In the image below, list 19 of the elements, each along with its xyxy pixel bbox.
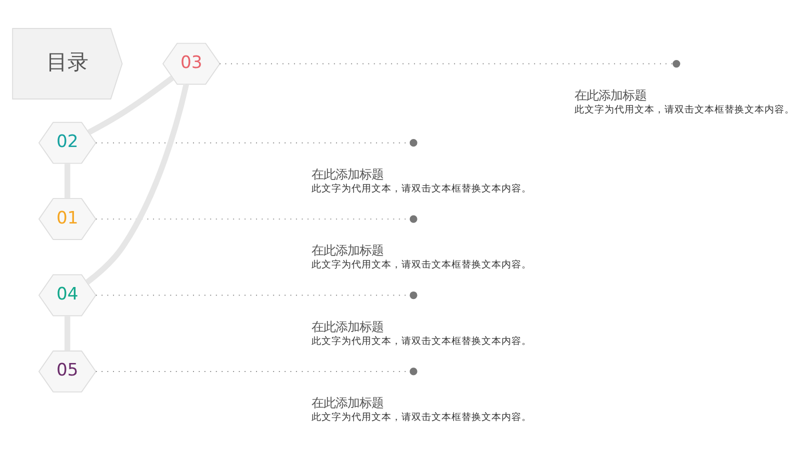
- node-label: 此文字为代用文本，请双击文本框替换文本内容。: [312, 183, 532, 194]
- node-circle: [672, 60, 680, 68]
- connector: [64, 164, 70, 198]
- node-label: 在此添加标题: [312, 320, 384, 334]
- node-label: 在此添加标题: [312, 396, 384, 410]
- node-label: 此文字为代用文本，请双击文本框替换文本内容。: [312, 260, 532, 271]
- node-label: 此文字为代用文本，请双击文本框替换文本内容。: [312, 336, 532, 347]
- connector: [64, 316, 70, 351]
- node-circle: [410, 139, 418, 147]
- connector: [85, 84, 190, 285]
- node-label: 在此添加标题: [312, 244, 384, 258]
- node-label: 在此添加标题: [574, 88, 646, 102]
- node-circle: [410, 368, 418, 376]
- node-label: 此文字为代用文本，请双击文本框替换文本内容。: [312, 412, 532, 424]
- node-label: 此文字为代用文本，请双击文本框替换文本内容。: [574, 104, 794, 116]
- node-circle: [410, 215, 418, 223]
- node-circle: [410, 291, 418, 300]
- node-label: 在此添加标题: [312, 167, 384, 182]
- connector: [88, 76, 174, 135]
